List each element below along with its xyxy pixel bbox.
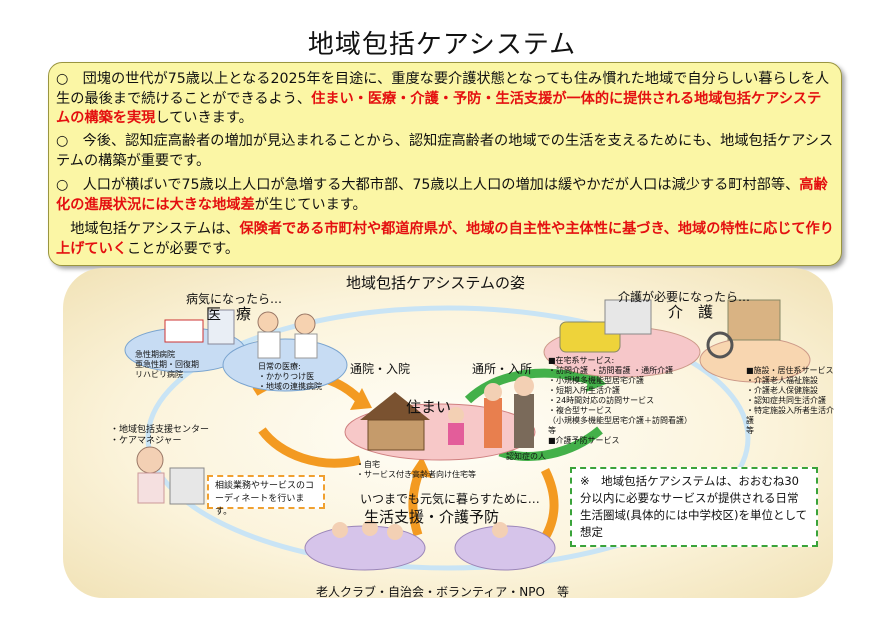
arrow-left-label: 通院・入院	[350, 362, 411, 376]
care-manager-label: ・ケアマネジャー	[110, 436, 182, 446]
facility-item: ・介護老人保健施設	[746, 386, 818, 395]
family-body-icon	[448, 423, 464, 445]
intro-text: が生じています。	[254, 196, 367, 213]
home-care-item: ・小規模多機能型居宅介護	[548, 376, 644, 385]
care-title: 介 護	[668, 303, 714, 321]
intro-paragraph-3: ○ 人口が横ばいで75歳以上人口が急増する大都市部、75歳以上人口の増加は緩やか…	[56, 176, 834, 215]
intro-highlight: 保険者である市町村や都道府県が、地域の自主性や主体性に基づき、地域の特性に応じて…	[56, 221, 834, 257]
doctor-coat-icon	[257, 331, 281, 359]
support-center-label: ・地域包括支援センター	[110, 425, 210, 435]
home-care-item: ・訪問介護 ・訪問看護 ・通所介護	[548, 366, 674, 375]
arrow-left-lower	[258, 427, 362, 468]
house-roof-icon	[360, 392, 430, 420]
area-note: ※ 地域包括ケアシステムは、おおむね30分以内に必要なサービスが提供される日常生…	[570, 467, 818, 547]
support-groups: 老人クラブ・自治会・ボランティア・NPO 等	[316, 585, 569, 599]
home-care-title: ■在宅系サービス:	[548, 356, 615, 365]
dementia-label: 認知症の人	[506, 452, 546, 461]
family-icon	[448, 407, 464, 423]
arrowhead-support	[410, 456, 432, 478]
hospital-list: 急性期病院 亜急性期・回復期 リハビリ病院	[135, 350, 205, 380]
daily-medical-item: ・地域の連携病院	[258, 382, 322, 391]
home-care-item: （小規模多機能型居宅介護＋訪問看護）等	[548, 416, 692, 435]
care-manager-icon	[136, 446, 164, 474]
nurse-icon	[294, 313, 316, 335]
neighbor-icon	[387, 524, 403, 540]
elderly-man-icon	[514, 394, 534, 448]
house-icon	[367, 419, 425, 451]
home-care-item: ・複合型サービス	[548, 406, 612, 415]
care-manager-body-icon	[137, 472, 165, 504]
intro-text: していきます。	[155, 110, 253, 126]
support-center-labels: ・地域包括支援センター ・ケアマネジャー	[110, 425, 230, 447]
hospital-item: リハビリ病院	[135, 370, 183, 379]
doctor-icon	[257, 311, 279, 333]
hospital-building-icon	[207, 309, 235, 345]
care-trigger: 介護が必要になったら…	[618, 290, 751, 304]
intro-text: ことが必要です。	[126, 240, 240, 257]
service-area-ring	[145, 305, 751, 571]
home-items: ・自宅 ・サービス付き高齢者向け住宅等	[356, 460, 496, 480]
intro-paragraph-4: 地域包括ケアシステムは、保険者である市町村や都道府県が、地域の自主性や主体性に基…	[56, 220, 834, 259]
ambulance-icon	[164, 319, 204, 343]
facility-item: ・認知症共同生活介護	[746, 396, 826, 405]
arrowhead-left	[350, 388, 372, 410]
daily-medical-item: ・かかりつけ医	[258, 372, 315, 381]
support-center-building-icon	[169, 467, 205, 505]
intro-paragraph-2: ○ 今後、認知症高齢者の増加が見込まれることから、認知症高齢者の地域での生活を支…	[56, 133, 834, 169]
home-care-item: ・24時間対応の訪問サービス	[548, 396, 655, 405]
daily-medical-list: 日常の医療: ・かかりつけ医 ・地域の連携病院	[258, 362, 338, 392]
prevention-service: ■介護予防サービス	[548, 436, 620, 445]
facility-services: ■施設・居住系サービス ・介護老人福祉施設 ・介護老人保健施設 ・認知症共同生活…	[746, 366, 836, 436]
elderly-person-icon	[484, 398, 502, 448]
elderly-head-icon	[484, 383, 502, 401]
intro-text: ○ 団塊の世代が75歳以上となる2025年を目途に、重度な要介護状態となっても住…	[56, 71, 830, 107]
arrow-right-upper	[464, 368, 592, 404]
arrow-support-up	[408, 468, 425, 537]
home-care-services: ■在宅系サービス: ・訪問介護 ・訪問看護 ・通所介護 ・小規模多機能型居宅介護…	[548, 356, 698, 446]
daily-medical-title: 日常の医療:	[258, 362, 301, 371]
hospital-item: 急性期病院	[135, 350, 175, 359]
facility-title: ■施設・居住系サービス	[746, 366, 834, 375]
diagram-heading: 地域包括ケアシステムの姿	[346, 274, 525, 292]
facility-item: 等	[746, 426, 754, 435]
facility-item: ・特定施設入所者生活介護	[746, 406, 834, 425]
care-facility-icon	[604, 299, 652, 335]
medical-trigger: 病気になったら…	[186, 292, 283, 306]
elderly-man-head-icon	[514, 376, 534, 396]
intro-highlight: 高齢化の進展状況には大きな地域差	[56, 177, 828, 213]
intro-box	[48, 62, 842, 266]
home-item: ・自宅	[356, 460, 380, 469]
arrow-right-label: 通所・入所	[472, 362, 533, 376]
medical-title: 医 療	[206, 305, 252, 323]
facility-item: ・介護老人福祉施設	[746, 376, 818, 385]
intro-paragraph-1: ○ 団塊の世代が75歳以上となる2025年を目途に、重度な要介護状態となっても住…	[56, 70, 834, 129]
home-care-item: ・短期入所生活介護	[548, 386, 620, 395]
nurse-coat-icon	[294, 333, 318, 359]
coordination-note: 相談業務やサービスのコーディネートを行います。	[207, 475, 325, 517]
intro-highlight: 住まい・医療・介護・予防・生活支援が一体的に提供される地域包括ケアシステムの構築…	[56, 90, 822, 127]
hospital-item: 亜急性期・回復期	[135, 360, 199, 369]
intro-text: 地域包括ケアシステムは、	[56, 221, 240, 237]
home-title: 住まい	[406, 398, 452, 416]
volunteer-icon	[362, 520, 378, 536]
senior-club-icon	[332, 522, 348, 538]
intro-text: ○ 人口が横ばいで75歳以上人口が急増する大都市部、75歳以上人口の増加は緩やか…	[56, 177, 800, 193]
page-title: 地域包括ケアシステム	[307, 30, 577, 60]
support-subtitle: いつまでも元気に暮らすために…	[360, 492, 540, 506]
nursing-home-icon	[727, 299, 781, 341]
arrow-right-lower	[498, 426, 603, 461]
support-title: 生活支援・介護予防	[364, 508, 500, 526]
home-item: ・サービス付き高齢者向け住宅等	[356, 470, 476, 479]
wheelchair-icon	[706, 331, 734, 359]
npo-icon	[492, 522, 508, 538]
